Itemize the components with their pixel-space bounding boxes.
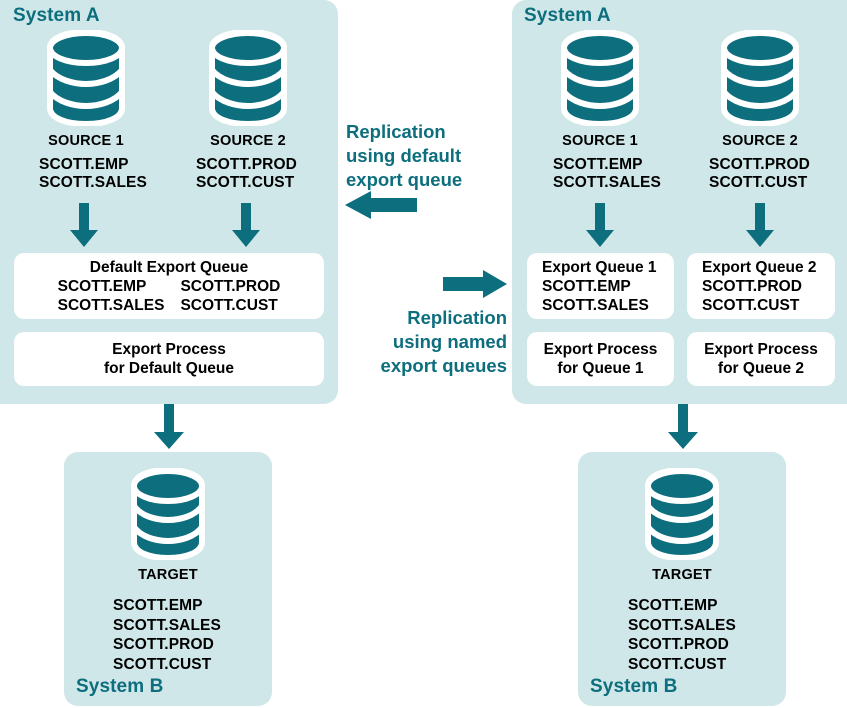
table-name: SCOTT.EMP [113, 597, 203, 614]
arrow-down-icon [153, 404, 185, 450]
table-name: SCOTT.EMP [542, 277, 631, 295]
arrow-down-icon [667, 404, 699, 450]
left-source-2-title: SOURCE 2 [210, 133, 286, 149]
table-name: SCOTT.PROD [702, 277, 802, 295]
database-cylinder-icon [128, 466, 208, 562]
export-queue-1-title: Export Queue 1 [542, 258, 657, 276]
table-name: SCOTT.SALES [39, 174, 147, 191]
table-name: SCOTT.PROD [628, 636, 729, 653]
right-source-1-tables: SCOTT.EMP SCOTT.SALES [553, 156, 661, 192]
left-source-2-tables: SCOTT.PROD SCOTT.CUST [196, 156, 297, 192]
left-source-1-tables: SCOTT.EMP SCOTT.SALES [39, 156, 147, 192]
export-process-line-1: Export Process [704, 341, 818, 358]
arrow-left-icon [345, 191, 417, 219]
table-name: SCOTT.EMP [57, 277, 147, 295]
right-source-2-title: SOURCE 2 [722, 133, 798, 149]
caption-line-2: using named [392, 331, 507, 352]
export-queue-2-box: Export Queue 2 SCOTT.PROD SCOTT.CUST [687, 253, 835, 319]
export-process-line-1: Export Process [543, 341, 658, 358]
right-target-tables: SCOTT.EMP SCOTT.SALES SCOTT.PROD SCOTT.C… [628, 596, 736, 674]
table-name: SCOTT.SALES [628, 616, 736, 634]
default-export-queue-title: Default Export Queue [89, 258, 249, 276]
left-target-tables: SCOTT.EMP SCOTT.SALES SCOTT.PROD SCOTT.C… [113, 596, 221, 674]
queue-column-b: SCOTT.PROD SCOTT.CUST [180, 277, 280, 315]
table-name: SCOTT.PROD [113, 636, 214, 653]
table-name: SCOTT.EMP [553, 156, 643, 173]
caption-line-3: export queue [346, 169, 463, 190]
export-process-line-2: for Queue 2 [717, 360, 805, 377]
export-queue-1-box: Export Queue 1 SCOTT.EMP SCOTT.SALES [527, 253, 674, 319]
export-process-line-2: for Queue 1 [557, 360, 644, 377]
database-cylinder-icon [206, 28, 290, 128]
database-cylinder-icon [44, 28, 128, 128]
arrow-down-icon [69, 203, 99, 248]
arrow-down-icon [585, 203, 615, 248]
arrow-right-icon [443, 270, 507, 298]
table-name: SCOTT.EMP [39, 156, 129, 173]
left-source-1-title: SOURCE 1 [48, 133, 124, 149]
table-name: SCOTT.PROD [196, 156, 297, 173]
export-process-2-box: Export Process for Queue 2 [687, 332, 835, 386]
table-name: SCOTT.SALES [113, 616, 221, 634]
database-cylinder-icon [558, 28, 642, 128]
left-target-title: TARGET [138, 567, 198, 583]
export-process-1-box: Export Process for Queue 1 [527, 332, 674, 386]
right-target-title: TARGET [652, 567, 712, 583]
right-source-1-title: SOURCE 1 [562, 133, 638, 149]
left-system-a-label: System A [13, 5, 100, 26]
table-name: SCOTT.CUST [628, 655, 727, 673]
table-name: SCOTT.SALES [542, 296, 649, 314]
queue-column-a: SCOTT.EMP SCOTT.SALES [58, 277, 165, 315]
default-replication-caption: Replication using default export queue [346, 120, 462, 192]
caption-line-1: Replication [407, 307, 507, 328]
table-name: SCOTT.CUST [709, 174, 808, 191]
table-name: SCOTT.CUST [702, 296, 800, 314]
default-export-queue-columns: SCOTT.EMP SCOTT.SALES SCOTT.PROD SCOTT.C… [58, 277, 281, 315]
database-cylinder-icon [642, 466, 722, 562]
table-name: SCOTT.PROD [709, 156, 810, 173]
database-cylinder-icon [718, 28, 802, 128]
default-export-process-box: Export Process for Default Queue [14, 332, 324, 386]
default-export-queue-box: Default Export Queue SCOTT.EMP SCOTT.SAL… [14, 253, 324, 319]
table-name: SCOTT.PROD [180, 277, 281, 295]
caption-line-2: using default [346, 145, 462, 166]
arrow-down-icon [745, 203, 775, 248]
arrow-down-icon [231, 203, 261, 248]
table-name: SCOTT.CUST [113, 655, 212, 673]
export-process-line-1: Export Process [112, 341, 226, 358]
right-system-a-label: System A [524, 5, 611, 26]
export-process-line-2: for Default Queue [103, 360, 235, 377]
right-source-2-tables: SCOTT.PROD SCOTT.CUST [709, 156, 810, 192]
table-name: SCOTT.EMP [628, 597, 718, 614]
table-name: SCOTT.CUST [180, 296, 278, 314]
export-queue-2-title: Export Queue 2 [702, 258, 817, 276]
right-system-b-label: System B [590, 676, 678, 697]
table-name: SCOTT.CUST [196, 174, 295, 191]
caption-line-1: Replication [346, 121, 446, 142]
table-name: SCOTT.SALES [57, 296, 165, 314]
left-system-b-label: System B [76, 676, 164, 697]
table-name: SCOTT.SALES [553, 174, 661, 191]
caption-line-3: export queues [380, 355, 507, 376]
named-replication-caption: Replication using named export queues [340, 306, 507, 378]
